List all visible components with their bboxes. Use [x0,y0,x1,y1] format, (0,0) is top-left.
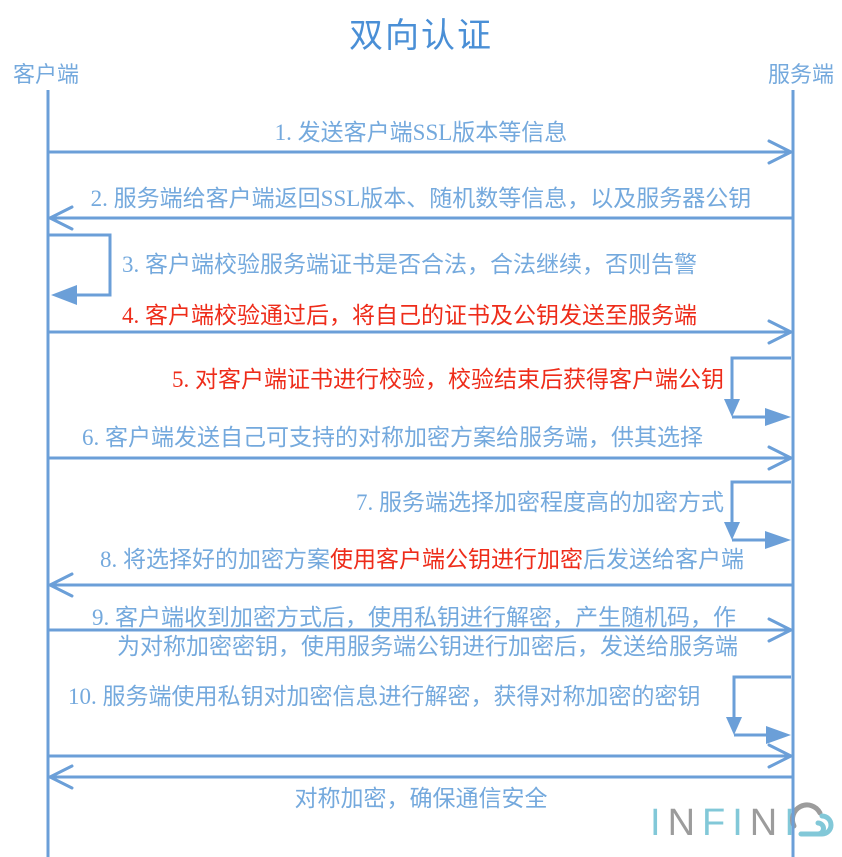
arrowhead-right [765,408,791,426]
logo-letter: I [732,802,750,844]
message-9-line-1: 9. 客户端收到加密方式后，使用私钥进行解密，产生随机码，作 [92,605,736,630]
message-3-label: 3. 客户端校验服务端证书是否合法，合法继续，否则告警 [122,252,697,277]
message-4-label: 4. 客户端校验通过后，将自己的证书及公钥发送至服务端 [122,303,697,328]
message-10-label: 10. 服务端使用私钥对加密信息进行解密，获得对称加密的密钥 [68,684,701,709]
message-3-self-loop [49,233,112,305]
message-5-self-loop [724,356,791,426]
message-2-label: 2. 服务端给客户端返回SSL版本、随机数等信息，以及服务器公钥 [90,186,752,211]
message-8-part-red: 使用客户端公钥进行加密 [330,547,583,572]
final-arrow-right [47,743,795,769]
logo-letter: N [749,802,785,844]
diagram-title: 双向认证 [349,18,493,55]
message-8-label: 8. 将选择好的加密方案使用客户端公钥进行加密后发送给客户端 [100,547,744,573]
message-7-label: 7. 服务端选择加密程度高的加密方式 [356,490,724,515]
message-6-label: 6. 客户端发送自己可支持的对称加密方案给服务端，供其选择 [82,425,703,450]
arrowhead-down [724,399,740,417]
arrowhead-right [766,726,791,744]
final-arrow-left [46,764,794,790]
arrowhead-left [51,285,77,305]
logo-letter: F [702,802,733,844]
message-9-line-2: 为对称加密密钥，使用服务端公钥进行加密后，发送给服务端 [117,634,738,659]
message-5-label: 5. 对客户端证书进行校验，校验结束后获得客户端公钥 [172,367,724,392]
logo-letter: I [650,802,668,844]
message-7-self-loop [724,480,791,549]
message-8-part-blue: 后发送给客户端 [583,547,744,572]
message-10-self-loop [726,675,791,744]
actor-client-label: 客户端 [13,62,80,87]
message-1-label: 1. 发送客户端SSL版本等信息 [274,120,568,145]
logo-letter: N [667,802,703,844]
actor-server-label: 服务端 [767,62,834,87]
message-8-part-blue: 8. 将选择好的加密方案 [100,547,330,572]
arrowhead-down [726,717,742,735]
message-8-arrow [46,572,794,598]
logo-letter: I [784,802,802,844]
final-exchange-label: 对称加密，确保通信安全 [294,786,548,811]
arrowhead-right [765,531,791,549]
arrowhead-down [724,522,740,540]
